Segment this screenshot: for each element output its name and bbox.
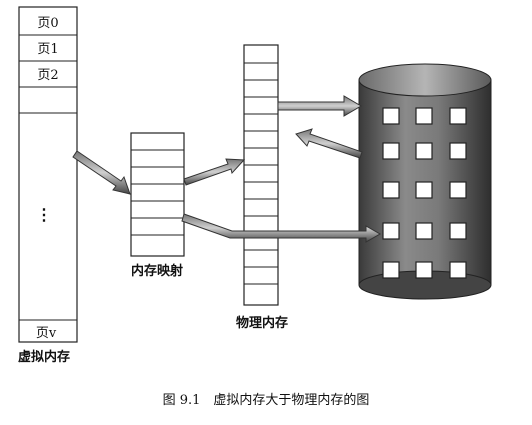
arrows [72, 95, 382, 243]
page-0-label: 页0 [37, 16, 58, 31]
disk-blocks [382, 107, 467, 279]
page-1-label: 页1 [37, 42, 58, 57]
physical-memory-label: 物理内存 [236, 315, 288, 331]
figure-caption: 图 9.1 虚拟内存大于物理内存的图 [163, 392, 370, 408]
memory-map-label: 内存映射 [131, 263, 183, 279]
virtual-memory-label: 虚拟内存 [18, 349, 70, 365]
page-v-label: 页v [36, 326, 57, 341]
memory-map-column [130, 132, 185, 257]
physical-memory-column [243, 44, 279, 306]
arrow-map-to-physical [183, 158, 246, 186]
arrow-disk-to-physical [295, 128, 363, 159]
virtual-memory-column [18, 6, 78, 343]
arrow-map-to-disk [181, 213, 382, 243]
page-2-label: 页2 [37, 68, 58, 83]
ellipsis: ⋮ [36, 205, 52, 224]
arrow-virtual-to-map [72, 150, 131, 195]
arrow-physical-to-disk [277, 95, 362, 117]
